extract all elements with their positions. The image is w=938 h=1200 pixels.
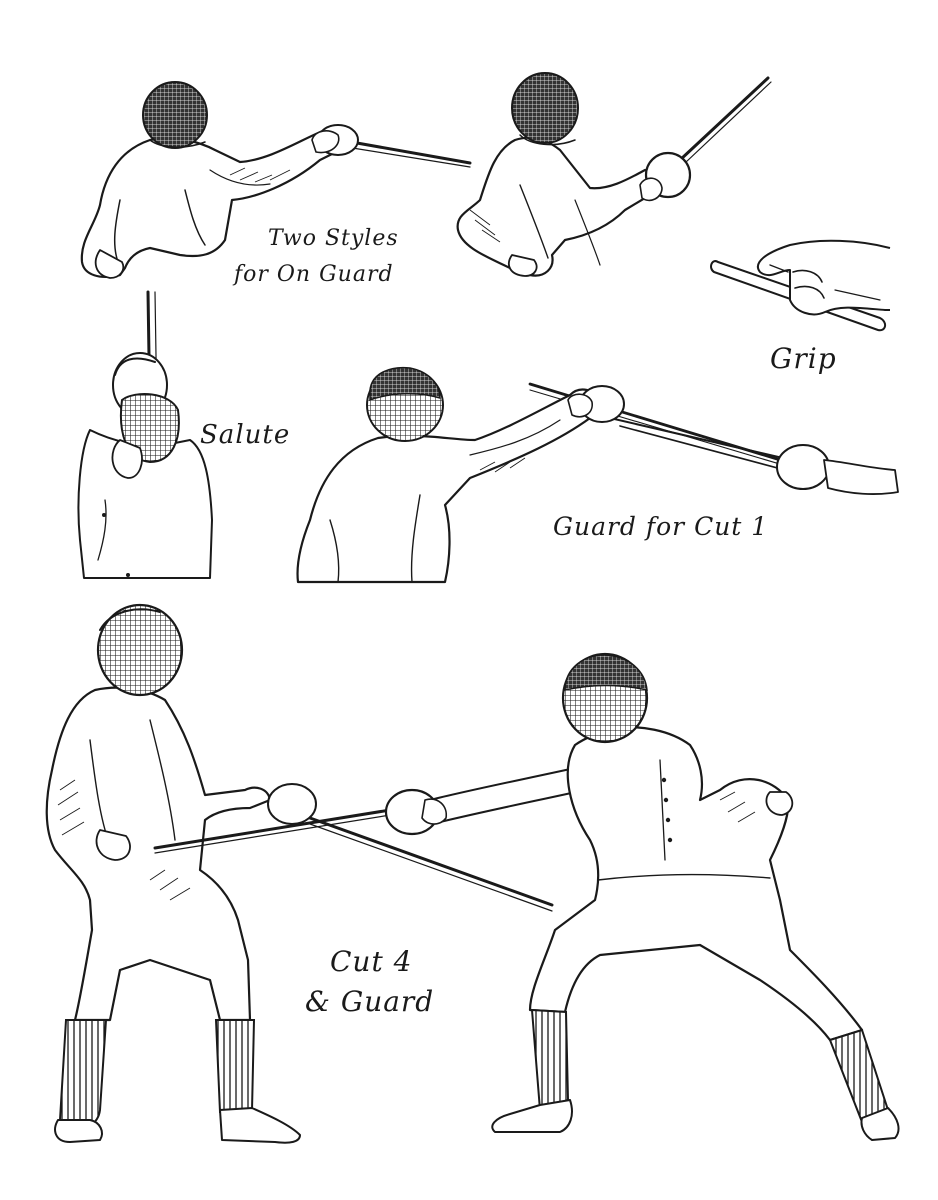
figure-on-guard-style-a xyxy=(80,81,472,279)
figure-salute xyxy=(77,290,213,579)
crossed-blades xyxy=(153,804,554,912)
caption-guard-for-cut-1: Guard for Cut 1 xyxy=(553,512,769,541)
figure-cut4-left-fencer xyxy=(45,603,317,1144)
caption-salute: Salute xyxy=(200,420,291,450)
figure-cut4-right-fencer xyxy=(384,652,900,1141)
caption-two-styles-line1: Two Styles xyxy=(268,226,399,251)
figure-guard-for-cut-1 xyxy=(296,366,899,584)
caption-grip: Grip xyxy=(770,342,837,375)
figure-on-guard-style-b xyxy=(456,72,772,277)
caption-cut-4-line1: Cut 4 xyxy=(330,945,413,978)
caption-cut-4-line2: & Guard xyxy=(305,985,435,1018)
caption-two-styles-line2: for On Guard xyxy=(234,262,394,287)
figure-grip-hand xyxy=(710,239,891,332)
